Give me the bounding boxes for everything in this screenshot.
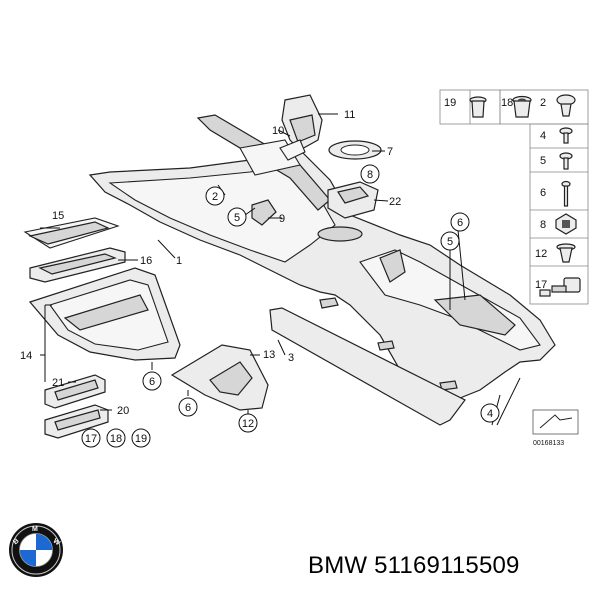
callout-8: 8 <box>367 169 373 181</box>
callout-4: 4 <box>487 408 493 420</box>
circled-callouts: 2 5 8 6 5 4 6 6 12 17 18 19 <box>81 164 500 448</box>
callout-19: 19 <box>135 433 147 445</box>
callout-7: 7 <box>387 146 393 158</box>
legend-6: 6 <box>540 187 546 199</box>
callout-labels: 1 3 9 13 15 16 14 21 20 11 10 7 22 <box>20 109 401 417</box>
callout-12: 12 <box>242 418 254 430</box>
callout-20: 20 <box>117 405 129 417</box>
svg-text:M: M <box>32 526 38 533</box>
callout-21: 21 <box>52 377 64 389</box>
callout-5-right: 5 <box>447 236 453 248</box>
svg-text:W: W <box>52 538 62 548</box>
grommet-icon <box>512 95 532 118</box>
callout-11: 11 <box>344 109 355 121</box>
callout-14: 14 <box>20 350 32 362</box>
connector-icon <box>539 277 581 297</box>
expansion-rivet-icon <box>556 243 576 263</box>
callout-1: 1 <box>176 255 182 267</box>
legend-8: 8 <box>540 219 546 231</box>
callout-22: 22 <box>389 196 401 208</box>
legend-5: 5 <box>540 155 546 167</box>
part-number-label: BMW 51169115509 <box>308 552 520 579</box>
callout-3: 3 <box>288 352 294 364</box>
frame-part-10 <box>279 139 306 161</box>
bmw-roundel-icon: B M W <box>9 523 63 577</box>
callout-15: 15 <box>52 210 64 222</box>
nut-clip-icon <box>555 213 577 235</box>
callout-9: 9 <box>279 213 285 225</box>
legend-17: 17 <box>535 279 547 291</box>
legend-4: 4 <box>540 130 546 142</box>
center-console-part <box>88 114 556 401</box>
callout-2: 2 <box>212 191 218 203</box>
bolt-icon <box>559 152 573 170</box>
callout-16: 16 <box>140 255 152 267</box>
legend-12: 12 <box>535 248 547 260</box>
plug-icon <box>469 96 487 118</box>
callout-18: 18 <box>110 433 122 445</box>
svg-text:B: B <box>12 538 20 547</box>
fastener-legend: 19 18 2 4 5 6 8 12 17 <box>439 89 589 447</box>
legend-2: 2 <box>540 97 546 109</box>
callout-17: 17 <box>85 433 97 445</box>
legend-18: 18 <box>501 97 513 109</box>
screw-icon <box>559 127 573 144</box>
side-trim-part <box>269 307 466 426</box>
callout-10: 10 <box>272 125 284 137</box>
callout-6-mid: 6 <box>185 402 191 414</box>
callout-13: 13 <box>263 349 275 361</box>
callout-5: 5 <box>234 212 240 224</box>
callout-6-left: 6 <box>149 376 155 388</box>
reference-arrow-icon <box>539 414 573 429</box>
callout-6-top: 6 <box>457 217 463 229</box>
push-clip-icon <box>556 94 576 117</box>
reference-code: 00168133 <box>533 440 564 447</box>
legend-19: 19 <box>444 97 456 109</box>
long-screw-icon <box>561 180 571 207</box>
